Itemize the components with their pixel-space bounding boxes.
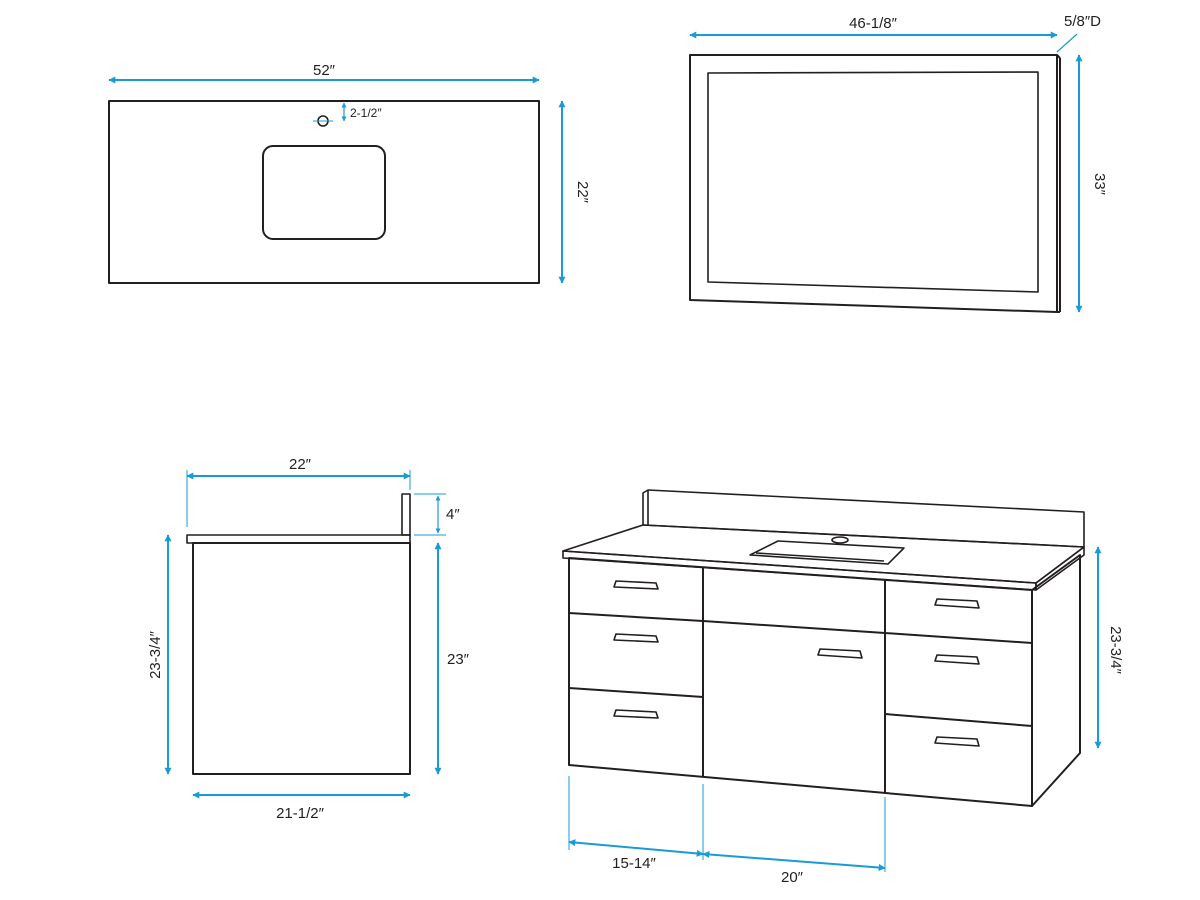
drawer-handle [613, 709, 659, 719]
countertop-width-label: 52″ [313, 62, 336, 79]
front-center-width-label: 20″ [781, 869, 804, 886]
sink-basin [262, 145, 386, 240]
countertop-depth-label: 22″ [574, 181, 591, 204]
side-countertop [186, 534, 411, 544]
mirror-depth-label: 5/8″D [1064, 13, 1101, 30]
faucet-offset-label: 2-1/2″ [350, 106, 382, 120]
mirror-width-label: 46-1/8″ [849, 15, 898, 32]
mirror-view: 46-1/8″ 5/8″D 33″ [689, 13, 1108, 313]
countertop-top-view: 52″ 22″ 2-1/2″ [108, 62, 591, 284]
front-drain [831, 536, 849, 544]
mirror-frame [689, 54, 1058, 313]
front-cabinet-body [568, 557, 1033, 807]
front-cabinet-side [1031, 554, 1081, 807]
mirror-depth-leader [1056, 33, 1078, 53]
drawer-handle [934, 654, 980, 665]
countertop-outline [108, 100, 540, 284]
door-handle [817, 648, 863, 659]
drawer-handle [613, 633, 659, 643]
backsplash-label: 4″ [446, 506, 460, 523]
side-backsplash [401, 493, 411, 536]
front-backsplash [642, 489, 1085, 548]
side-cabinet [192, 542, 411, 775]
front-countertop-surface [562, 524, 1085, 584]
front-height-label: 23-3/4″ [1107, 626, 1124, 675]
drawer-handle [613, 580, 659, 590]
side-top-depth-label: 22″ [289, 456, 312, 473]
drawer-handle [934, 598, 980, 609]
front-side-width-label: 15-14″ [612, 855, 656, 872]
side-overall-height-label: 23-3/4″ [147, 630, 164, 679]
drawer-handles [613, 580, 980, 747]
front-view: 23-3/4″ 15-14″ 20″ [562, 489, 1124, 886]
side-cabinet-depth-label: 21-1/2″ [276, 805, 325, 822]
mirror-glass [707, 71, 1039, 293]
front-center-width-dimension [702, 850, 886, 872]
front-sink [749, 540, 905, 565]
drawer-handle [934, 736, 980, 747]
front-countertop-edge [562, 550, 1037, 591]
side-view: 22″ 4″ 23-3/4″ 23″ 21-1/2″ [147, 456, 470, 822]
mirror-height-label: 33″ [1091, 173, 1108, 196]
front-side-width-dimension [568, 839, 704, 857]
side-cabinet-height-label: 23″ [447, 651, 470, 668]
